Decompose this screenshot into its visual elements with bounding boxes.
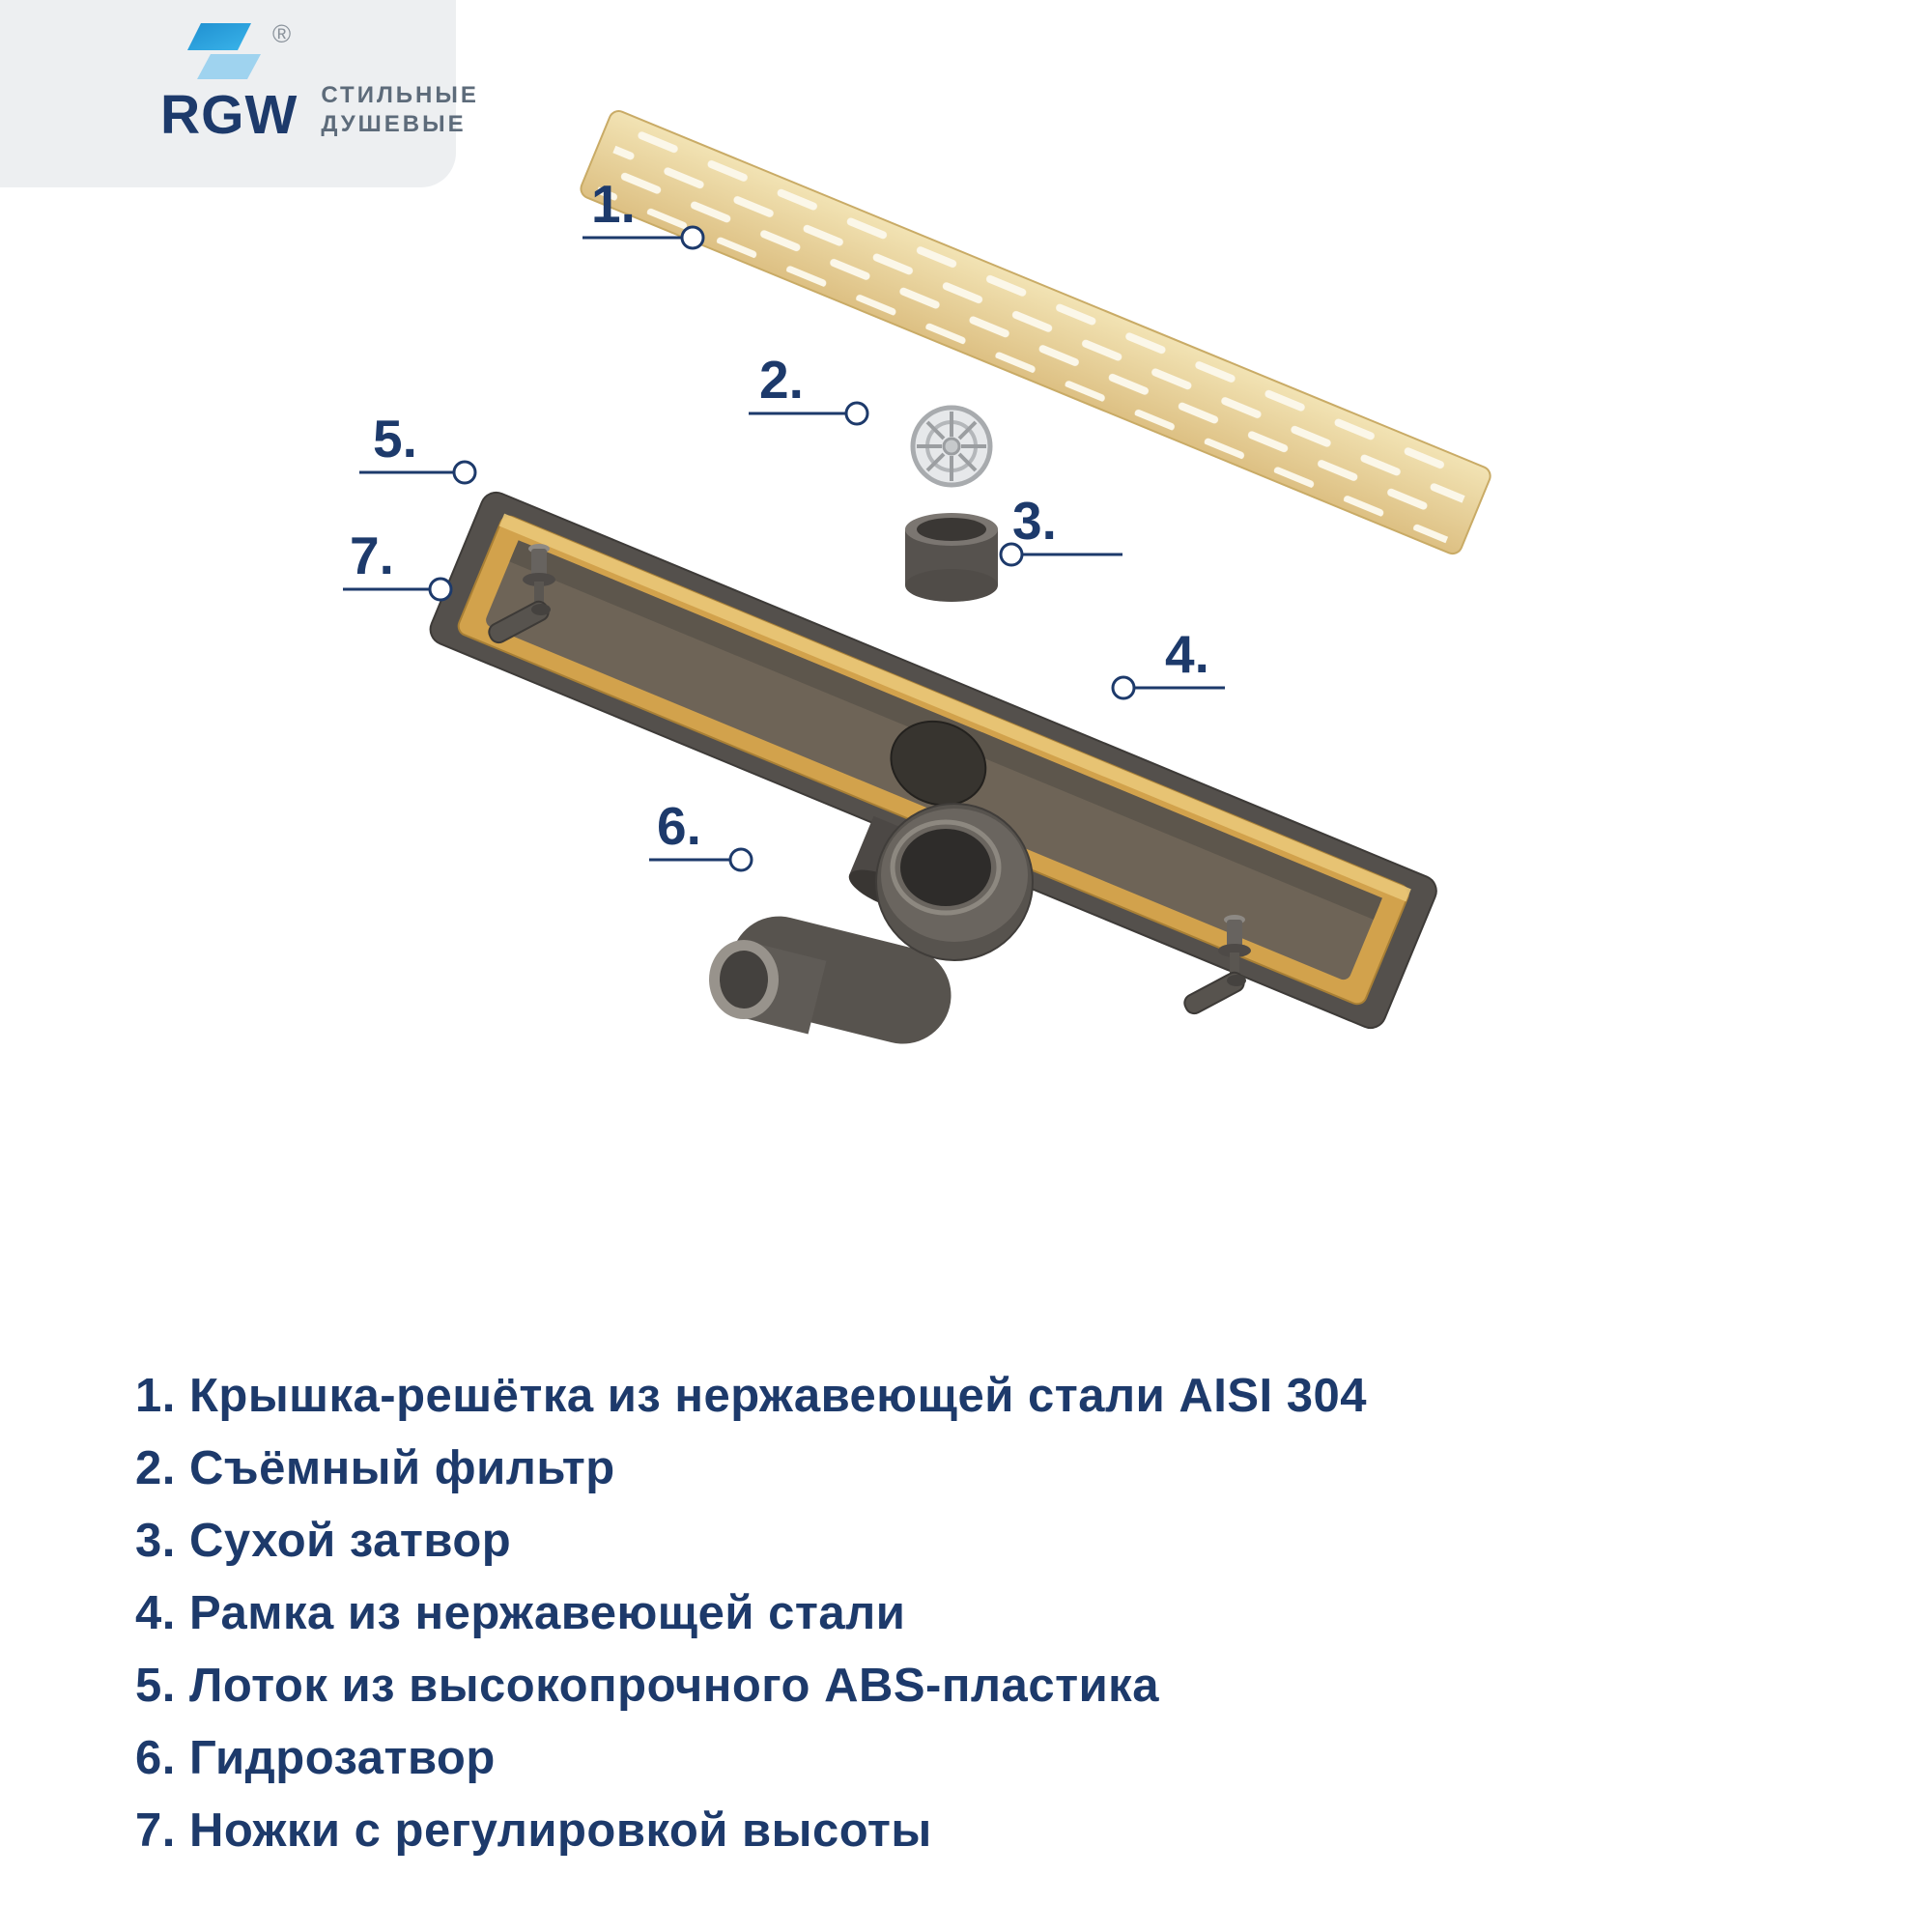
- brand-panel: ® RGW СТИЛЬНЫЕ ДУШЕВЫЕ: [0, 0, 476, 187]
- callout-1-label: 1.: [591, 174, 636, 234]
- parts-legend: 1. Крышка-решётка из нержавеющей стали A…: [135, 1360, 1367, 1867]
- drain-hole: [890, 720, 987, 807]
- callout-7-label: 7.: [350, 526, 394, 585]
- legend-item-1: 1. Крышка-решётка из нержавеющей стали A…: [135, 1370, 1368, 1422]
- callout-2-label: 2.: [759, 350, 804, 410]
- brand-tagline: СТИЛЬНЫЕ ДУШЕВЫЕ: [321, 81, 479, 139]
- legend-item-2: 2. Съёмный фильтр: [135, 1442, 615, 1494]
- registered-mark: ®: [272, 19, 292, 48]
- callout-2: 2.: [749, 350, 869, 426]
- legend-item-3: 3. Сухой затвор: [135, 1515, 512, 1567]
- callout-5: 5.: [359, 409, 477, 485]
- callout-7: 7.: [343, 526, 453, 602]
- callout-6: 6.: [649, 796, 753, 872]
- legend-item-7: 7. Ножки с регулировкой высоты: [135, 1804, 932, 1857]
- legend-item-6: 6. Гидрозатвор: [135, 1732, 496, 1784]
- callout-6-label: 6.: [657, 796, 701, 856]
- legend-item-4: 4. Рамка из нержавеющей стали: [135, 1587, 906, 1639]
- channel-assembly: [429, 491, 1437, 1030]
- callout-5-label: 5.: [373, 409, 417, 469]
- callout-4: 4.: [1111, 624, 1225, 700]
- brand-tagline-line1: СТИЛЬНЫЕ: [321, 82, 479, 108]
- callout-3-label: 3.: [1012, 491, 1057, 551]
- brand-logo: ® RGW СТИЛЬНЫЕ ДУШЕВЫЕ: [160, 19, 479, 146]
- rgw-logo-icon: [187, 23, 261, 79]
- filter-part: [910, 405, 993, 488]
- water-trap-part: [709, 803, 1034, 1044]
- grate-cover-part: [580, 110, 1492, 555]
- dry-trap-part: [905, 513, 998, 602]
- brand-tagline-line2: ДУШЕВЫЕ: [321, 111, 467, 137]
- callout-3: 3.: [999, 491, 1122, 567]
- brand-name: RGW: [160, 84, 298, 146]
- callout-1: 1.: [582, 174, 705, 250]
- legend-item-5: 5. Лоток из высокопрочного ABS-пластика: [135, 1660, 1159, 1712]
- callout-4-label: 4.: [1165, 624, 1209, 684]
